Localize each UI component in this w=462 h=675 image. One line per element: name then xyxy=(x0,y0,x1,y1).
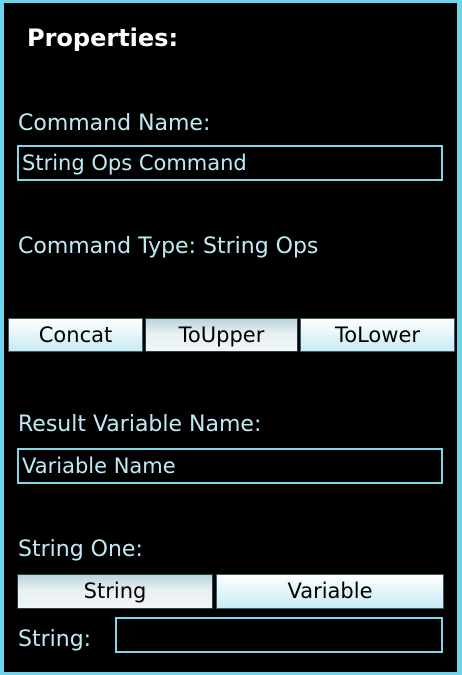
string-value-label: String: xyxy=(18,627,92,652)
tolower-button[interactable]: ToLower xyxy=(300,318,455,352)
concat-button[interactable]: Concat xyxy=(8,318,143,352)
result-variable-label: Result Variable Name: xyxy=(18,412,262,437)
properties-title: Properties: xyxy=(27,24,179,52)
string-one-label: String One: xyxy=(18,537,143,562)
command-name-input[interactable]: String Ops Command xyxy=(17,145,443,181)
command-type-label: Command Type: String Ops xyxy=(18,234,319,259)
command-name-label: Command Name: xyxy=(18,111,211,136)
result-variable-input[interactable]: Variable Name xyxy=(17,448,443,484)
string-value-input[interactable] xyxy=(115,617,443,653)
toupper-button[interactable]: ToUpper xyxy=(145,318,298,352)
string-option-button[interactable]: String xyxy=(17,574,213,609)
variable-option-button[interactable]: Variable xyxy=(216,574,444,609)
